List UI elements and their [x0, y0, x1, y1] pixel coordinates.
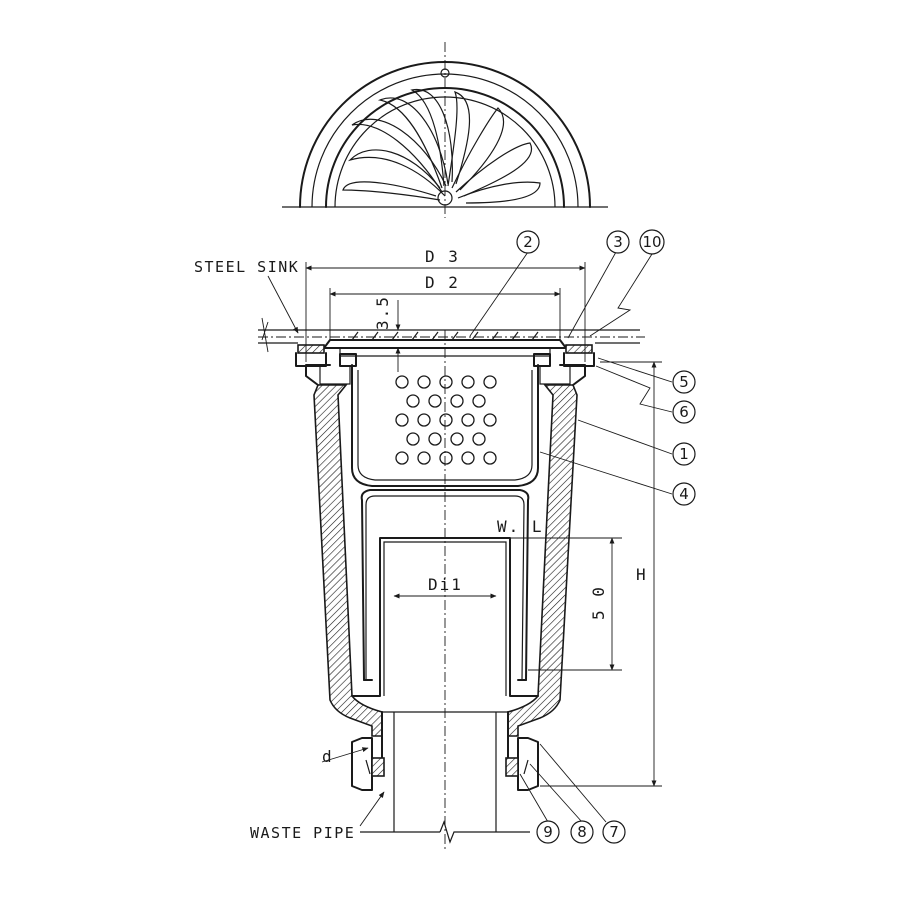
dimension-50	[510, 537, 622, 671]
svg-text:3: 3	[613, 233, 623, 251]
svg-text:4: 4	[679, 485, 689, 503]
svg-text:5: 5	[679, 373, 689, 391]
steel-sink-label: STEEL SINK	[194, 258, 299, 276]
callout-leaders	[469, 251, 673, 823]
strainer-basket	[351, 364, 539, 487]
waste-pipe-break	[360, 330, 530, 850]
dimension-d2	[329, 288, 561, 340]
callout-5: 5	[672, 370, 696, 394]
callout-2: 2	[516, 230, 540, 254]
callout-1: 1	[672, 442, 696, 466]
dim-di1-label: Di1	[428, 575, 463, 594]
svg-text:1: 1	[679, 445, 689, 463]
svg-text:9: 9	[543, 823, 553, 841]
swirl-vanes	[342, 88, 541, 206]
callout-3: 3	[606, 230, 630, 254]
dim-d3-label: D 3	[425, 247, 460, 266]
svg-text:6: 6	[679, 403, 689, 421]
steel-sink-surface	[258, 317, 645, 353]
dim-d-label: d	[322, 747, 334, 766]
callout-4: 4	[672, 482, 696, 506]
callout-9: 9	[536, 820, 560, 844]
callout-8: 8	[570, 820, 594, 844]
callout-10: 10	[639, 229, 665, 255]
dim-d2-label: D 2	[425, 273, 460, 292]
svg-text:2: 2	[523, 233, 533, 251]
svg-text:8: 8	[577, 823, 587, 841]
steel-sink-leader	[267, 275, 299, 334]
callout-7: 7	[602, 820, 626, 844]
trap-body	[305, 364, 586, 832]
dimension-d	[321, 747, 369, 763]
basket-holes	[395, 375, 497, 465]
svg-text:7: 7	[609, 823, 619, 841]
dimension-d3	[305, 262, 586, 362]
pipe-nut	[351, 737, 539, 791]
svg-text:10: 10	[642, 233, 661, 251]
water-level-label: W. L	[497, 517, 544, 536]
waste-pipe-leader	[359, 791, 385, 827]
waste-pipe-label: WASTE PIPE	[250, 824, 355, 842]
cover-and-flange	[295, 331, 595, 385]
top-view-plan	[282, 42, 608, 218]
dim-3-5-label: 3.5	[373, 295, 392, 330]
dim-h-label: H	[636, 565, 648, 584]
dim-50-label: 5 0	[589, 585, 608, 620]
callout-6: 6	[672, 400, 696, 424]
